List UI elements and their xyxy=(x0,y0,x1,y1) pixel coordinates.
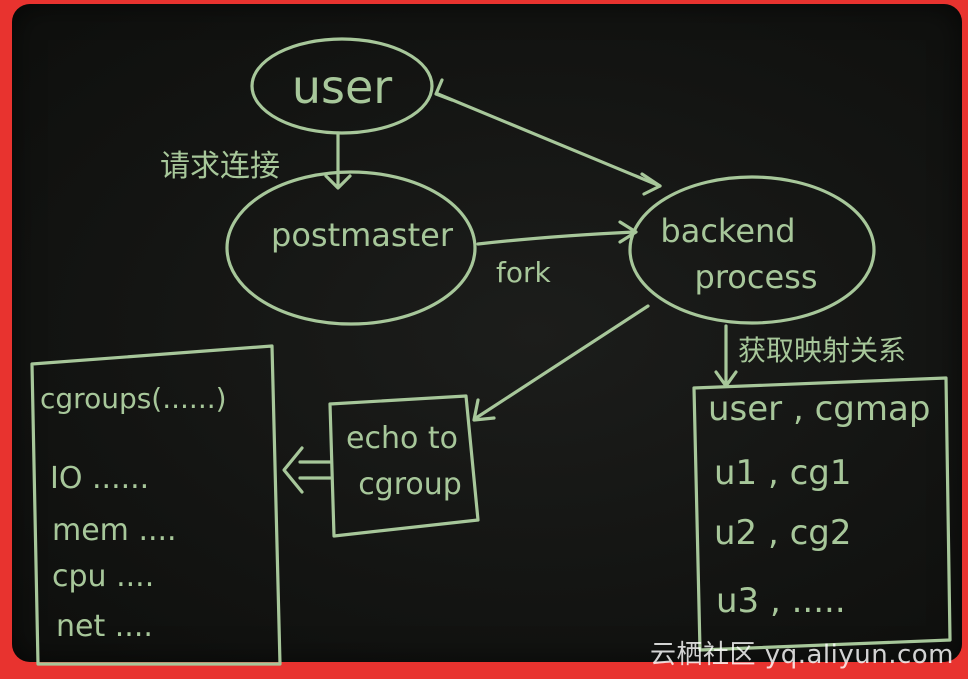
postmaster-node: postmaster xyxy=(225,170,477,326)
user-node: user xyxy=(250,37,434,135)
user-label: user xyxy=(292,60,392,114)
cgroups-item-net: net .... xyxy=(56,609,153,644)
cgmap-box: user , cgmap u1 , cg1 u2 , cg2 u3 , ....… xyxy=(692,376,952,652)
cgroup-label: cgroup xyxy=(358,467,462,502)
process-label: process xyxy=(695,258,818,296)
fork-arrow: fork xyxy=(476,220,638,289)
watermark: 云栖社区 yq.aliyun.com xyxy=(650,640,954,670)
cgmap-row-u1: u1 , cg1 xyxy=(714,453,852,493)
cgroups-item-io: IO ...... xyxy=(50,461,149,496)
backend-process-node: backend process xyxy=(628,175,876,325)
cgroups-title: cgroups(......) xyxy=(40,382,227,415)
echo-cgroup-box: echo to cgroup xyxy=(328,394,480,538)
cgroups-item-cpu: cpu .... xyxy=(52,559,154,594)
cgmap-row-u3: u3 , ..... xyxy=(716,581,846,621)
backend-echo-arrow xyxy=(472,304,650,422)
get-mapping-label: 获取映射关系 xyxy=(738,334,906,367)
get-mapping-arrow: 获取映射关系 xyxy=(714,324,906,388)
postmaster-label: postmaster xyxy=(271,216,454,254)
echo-to-label: echo to xyxy=(346,421,458,456)
cgroups-box: cgroups(......) IO ...... mem .... cpu .… xyxy=(30,344,282,666)
cgmap-row-u2: u2 , cg2 xyxy=(714,513,852,553)
fork-label: fork xyxy=(496,256,552,289)
backend-label: backend xyxy=(660,212,795,250)
echo-cgroups-arrow xyxy=(282,446,332,494)
cgmap-header: user , cgmap xyxy=(708,389,930,429)
cgroups-item-mem: mem .... xyxy=(52,513,177,548)
request-arrow: 请求连接 xyxy=(160,131,352,190)
request-connect-label: 请求连接 xyxy=(160,149,280,184)
user-backend-arrow xyxy=(434,78,662,196)
